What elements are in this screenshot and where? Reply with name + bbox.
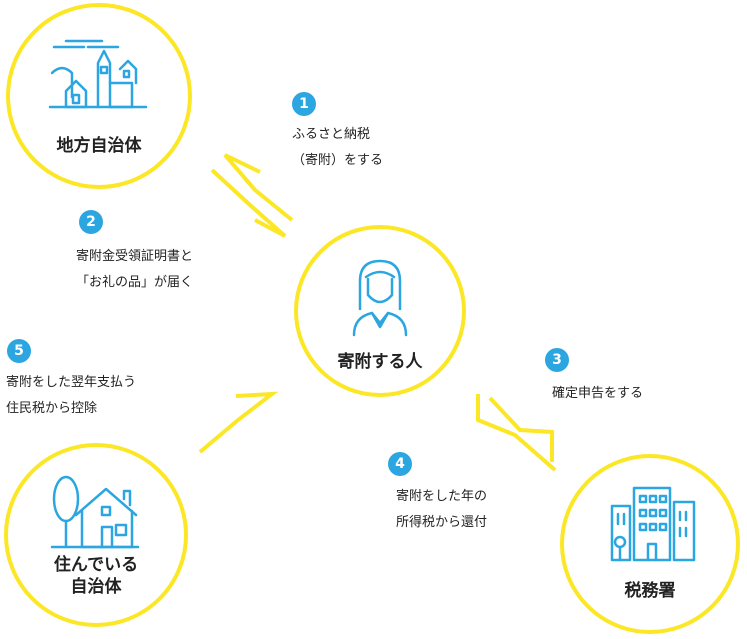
node-tax-office-label: 税務署 <box>624 581 676 601</box>
node-home-gov-label: 住んでいる 自治体 <box>53 555 139 597</box>
step-1-text: ふるさと納税 （寄附）をする <box>292 127 384 168</box>
node-home-gov: 住んでいる 自治体 <box>4 443 188 627</box>
person-icon <box>352 259 408 337</box>
arrow-home-gov-to-donor <box>198 391 279 454</box>
arrow-local-gov-to-donor <box>210 168 287 238</box>
step-3-badge: 3 <box>545 348 569 372</box>
node-donor: 寄附する人 <box>294 225 466 397</box>
step-5-text: 寄附をした翌年支払う 住民税から控除 <box>6 375 137 416</box>
house-icon <box>50 475 140 549</box>
node-donor-label: 寄附する人 <box>337 352 423 372</box>
step-4-text: 寄附をした年の 所得税から還付 <box>396 489 488 530</box>
node-local-gov-label: 地方自治体 <box>56 136 142 156</box>
step-1-badge: 1 <box>292 92 316 116</box>
arrow-donor-to-tax-office <box>488 396 554 462</box>
arrow-tax-office-to-donor <box>476 394 557 472</box>
step-5-badge: 5 <box>7 339 31 363</box>
step-2-text: 寄附金受領証明書と 「お礼の品」が届く <box>76 249 194 290</box>
step-2-badge: 2 <box>79 210 103 234</box>
office-building-icon <box>610 486 696 562</box>
node-local-gov: 地方自治体 <box>6 3 192 189</box>
node-tax-office: 税務署 <box>560 454 740 634</box>
arrow-donor-to-local-gov <box>223 153 294 222</box>
step-3-text: 確定申告をする <box>552 386 644 401</box>
step-4-badge: 4 <box>388 452 412 476</box>
town-icon <box>48 39 148 109</box>
